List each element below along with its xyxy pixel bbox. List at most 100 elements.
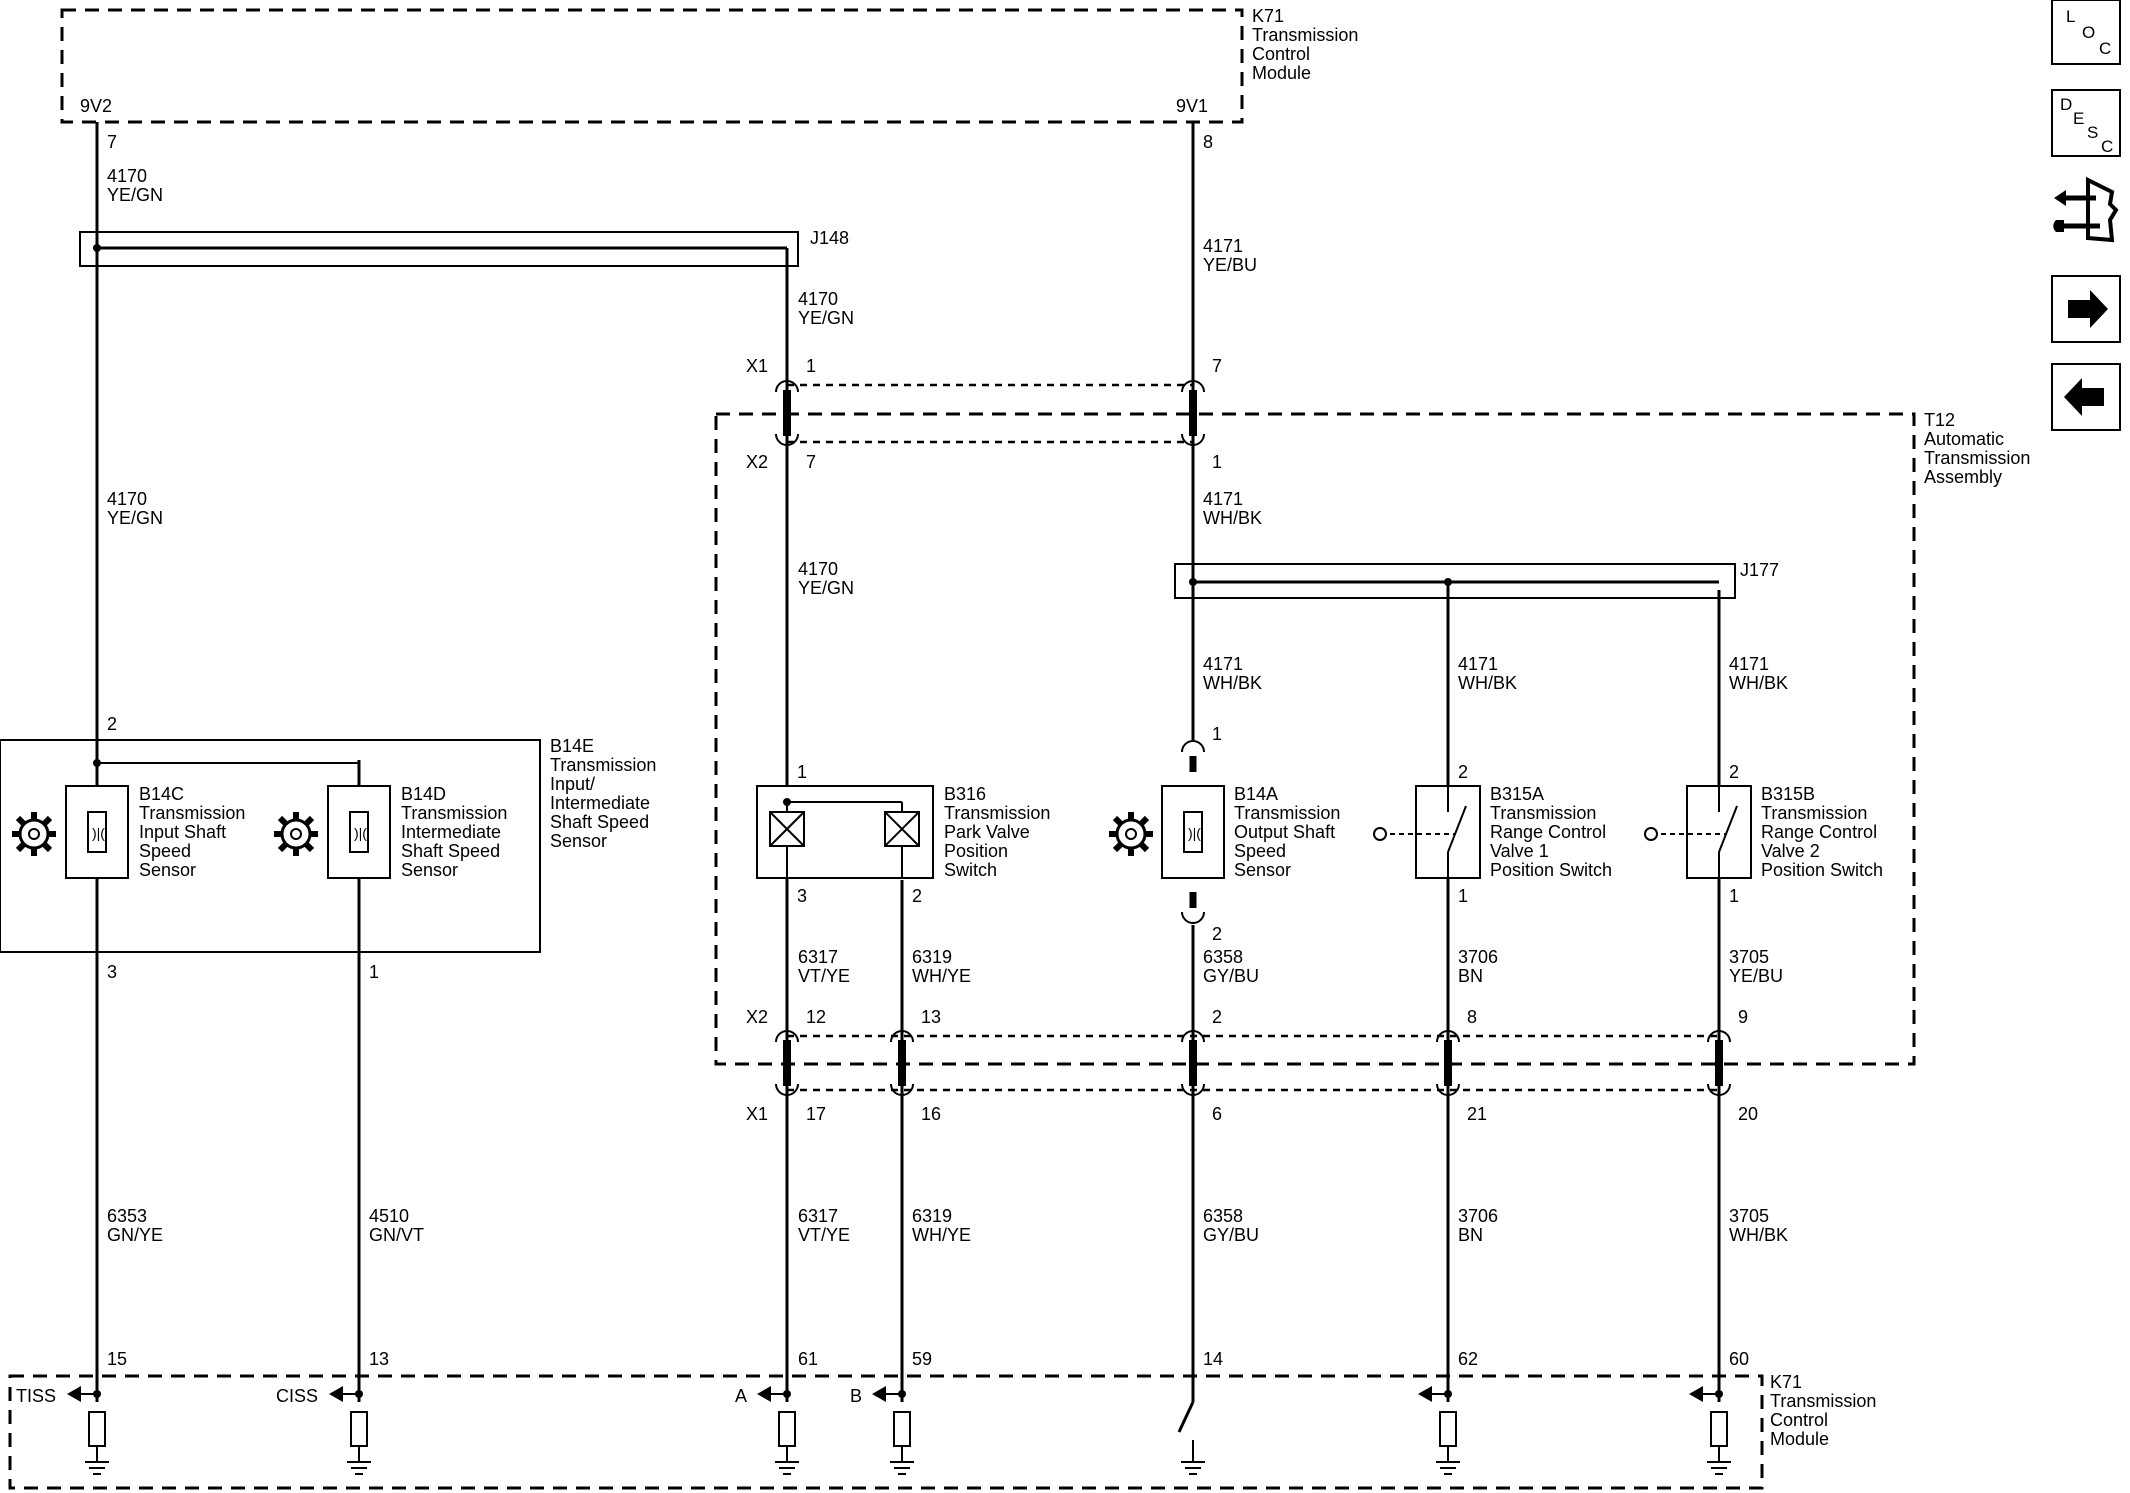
b315b-name-2: Range Control bbox=[1761, 822, 1877, 842]
left-arrow-icon[interactable] bbox=[2051, 363, 2121, 431]
pin-b315b-bot: 1 bbox=[1729, 886, 1739, 906]
pin-b316-bot-b: 2 bbox=[912, 886, 922, 906]
pin-x1-bot-4: 21 bbox=[1467, 1104, 1487, 1124]
resistor-icon bbox=[893, 1411, 911, 1447]
t12-name-1: Automatic bbox=[1924, 429, 2004, 449]
top-inline-connectors: X1 X2 1 7 7 1 bbox=[746, 356, 1222, 472]
terminal-9v1: 9V1 bbox=[1176, 96, 1208, 116]
wire-6319-a-circuit: 6319 bbox=[912, 947, 952, 967]
resistor-icon bbox=[88, 1411, 106, 1447]
pin-x2-bot-1: 12 bbox=[806, 1007, 826, 1027]
desc-letter-d: D bbox=[2060, 95, 2072, 114]
j148-label: J148 bbox=[810, 228, 849, 248]
k71-bottom-internals bbox=[67, 1386, 1731, 1475]
b14e-name-3: Intermediate bbox=[550, 793, 650, 813]
wire-4170-d-circuit: 4170 bbox=[798, 559, 838, 579]
wire-4170-b-color: YE/GN bbox=[798, 308, 854, 328]
wire-3705-a-circuit: 3705 bbox=[1729, 947, 1769, 967]
ground-circuit bbox=[1177, 1401, 1205, 1475]
input-circuit bbox=[1418, 1386, 1460, 1475]
input-circuit bbox=[757, 1386, 799, 1475]
inline-connector-pin bbox=[1181, 1030, 1205, 1096]
wire-6317-a-color: VT/YE bbox=[798, 966, 850, 986]
b316-name-2: Park Valve bbox=[944, 822, 1030, 842]
right-arrow-icon[interactable] bbox=[2051, 275, 2121, 343]
signal-arrow-icon bbox=[1689, 1386, 1703, 1402]
wire-3705-b-color: WH/BK bbox=[1729, 1225, 1788, 1245]
b14e-name-4: Shaft Speed bbox=[550, 812, 649, 832]
connector-end-view-icon[interactable] bbox=[2053, 176, 2119, 243]
wire-4171-c-color: WH/BK bbox=[1203, 673, 1262, 693]
resistor-icon bbox=[1710, 1411, 1728, 1447]
wire-4171-d-color: WH/BK bbox=[1458, 673, 1517, 693]
b14e-sensor-assembly: )|( )|( 2 3 1 B14E Transmission Input/ I… bbox=[0, 714, 656, 982]
inline-connector-pin bbox=[775, 1030, 799, 1096]
svg-text:)|(: )|( bbox=[1188, 825, 1201, 841]
resistor-icon bbox=[350, 1411, 368, 1447]
b14a-sensor: )|( 1 2 B14A Transmission Output Shaft S… bbox=[1161, 724, 1340, 944]
wire-4170-a-color: YE/GN bbox=[107, 185, 163, 205]
terminal-9v2: 9V2 bbox=[80, 96, 112, 116]
signal-arrow-icon bbox=[1418, 1386, 1432, 1402]
ground-icon bbox=[1181, 1461, 1205, 1475]
pin-x2-top-a: 7 bbox=[806, 452, 816, 472]
x2-top-label: X2 bbox=[746, 452, 768, 472]
b14c-ref: B14C bbox=[139, 784, 184, 804]
ground-icon bbox=[347, 1461, 371, 1475]
pin-x1-top-a: 1 bbox=[806, 356, 816, 376]
b316-name-1: Transmission bbox=[944, 803, 1050, 823]
k71-top-name-2: Control bbox=[1252, 44, 1310, 64]
b14d-name-3: Shaft Speed bbox=[401, 841, 500, 861]
wire-4170-c-color: YE/GN bbox=[107, 508, 163, 528]
pin-x2-bot-3: 2 bbox=[1212, 1007, 1222, 1027]
b315b-name-1: Transmission bbox=[1761, 803, 1867, 823]
k71-bottom-name-3: Module bbox=[1770, 1429, 1829, 1449]
signal-arrow-icon bbox=[67, 1386, 81, 1402]
b14d-name-4: Sensor bbox=[401, 860, 458, 880]
signal-ciss: CISS bbox=[276, 1386, 318, 1406]
wire-6317-a-circuit: 6317 bbox=[798, 947, 838, 967]
b14d-ref: B14D bbox=[401, 784, 446, 804]
desc-letter-c: C bbox=[2101, 137, 2113, 156]
pin-x2-bot-2: 13 bbox=[921, 1007, 941, 1027]
desc-button[interactable]: D E S C bbox=[2051, 89, 2121, 157]
b14d-name-2: Intermediate bbox=[401, 822, 501, 842]
b315a-ref: B315A bbox=[1490, 784, 1544, 804]
pin-b14e-bot-a: 3 bbox=[107, 962, 117, 982]
wire-4171-e-color: WH/BK bbox=[1729, 673, 1788, 693]
wire-4170-c-circuit: 4170 bbox=[107, 489, 147, 509]
wire-3706-b-circuit: 3706 bbox=[1458, 1206, 1498, 1226]
b14e-ref: B14E bbox=[550, 736, 594, 756]
wire-4170-d-color: YE/GN bbox=[798, 578, 854, 598]
k71-bottom-name-1: Transmission bbox=[1770, 1391, 1876, 1411]
b14e-name-1: Transmission bbox=[550, 755, 656, 775]
pin-b316-bot-a: 3 bbox=[797, 886, 807, 906]
ground-icon bbox=[1707, 1461, 1731, 1475]
pin-b315a-top: 2 bbox=[1458, 762, 1468, 782]
pin-b14e-top: 2 bbox=[107, 714, 117, 734]
wire-6353-color: GN/YE bbox=[107, 1225, 163, 1245]
wire-4171-b-color: WH/BK bbox=[1203, 508, 1262, 528]
j177-label: J177 bbox=[1740, 560, 1779, 580]
gear-icon bbox=[274, 812, 318, 856]
x2-bottom-label: X2 bbox=[746, 1007, 768, 1027]
pin-k71-9v1: 8 bbox=[1203, 132, 1213, 152]
signal-arrow-icon bbox=[757, 1386, 771, 1402]
pin-x2-bot-5: 9 bbox=[1738, 1007, 1748, 1027]
loc-button[interactable]: L O C bbox=[2051, 0, 2121, 65]
resistor-icon bbox=[778, 1411, 796, 1447]
pin-k71-bot-2: 13 bbox=[369, 1349, 389, 1369]
wire-6317-b-circuit: 6317 bbox=[798, 1206, 838, 1226]
pin-b14e-bot-b: 1 bbox=[369, 962, 379, 982]
t12-name-2: Transmission bbox=[1924, 448, 2030, 468]
wire-3706-b-color: BN bbox=[1458, 1225, 1483, 1245]
wire-4170-b-circuit: 4170 bbox=[798, 289, 838, 309]
b14a-ref: B14A bbox=[1234, 784, 1278, 804]
b14a-name-3: Speed bbox=[1234, 841, 1286, 861]
k71-top-name-1: Transmission bbox=[1252, 25, 1358, 45]
wire-6358-b-color: GY/BU bbox=[1203, 1225, 1259, 1245]
pin-k71-9v2: 7 bbox=[107, 132, 117, 152]
svg-text:)|(: )|( bbox=[354, 825, 367, 841]
b316-switch: 1 3 2 B316 Transmission Park Valve Posit… bbox=[756, 762, 1050, 906]
